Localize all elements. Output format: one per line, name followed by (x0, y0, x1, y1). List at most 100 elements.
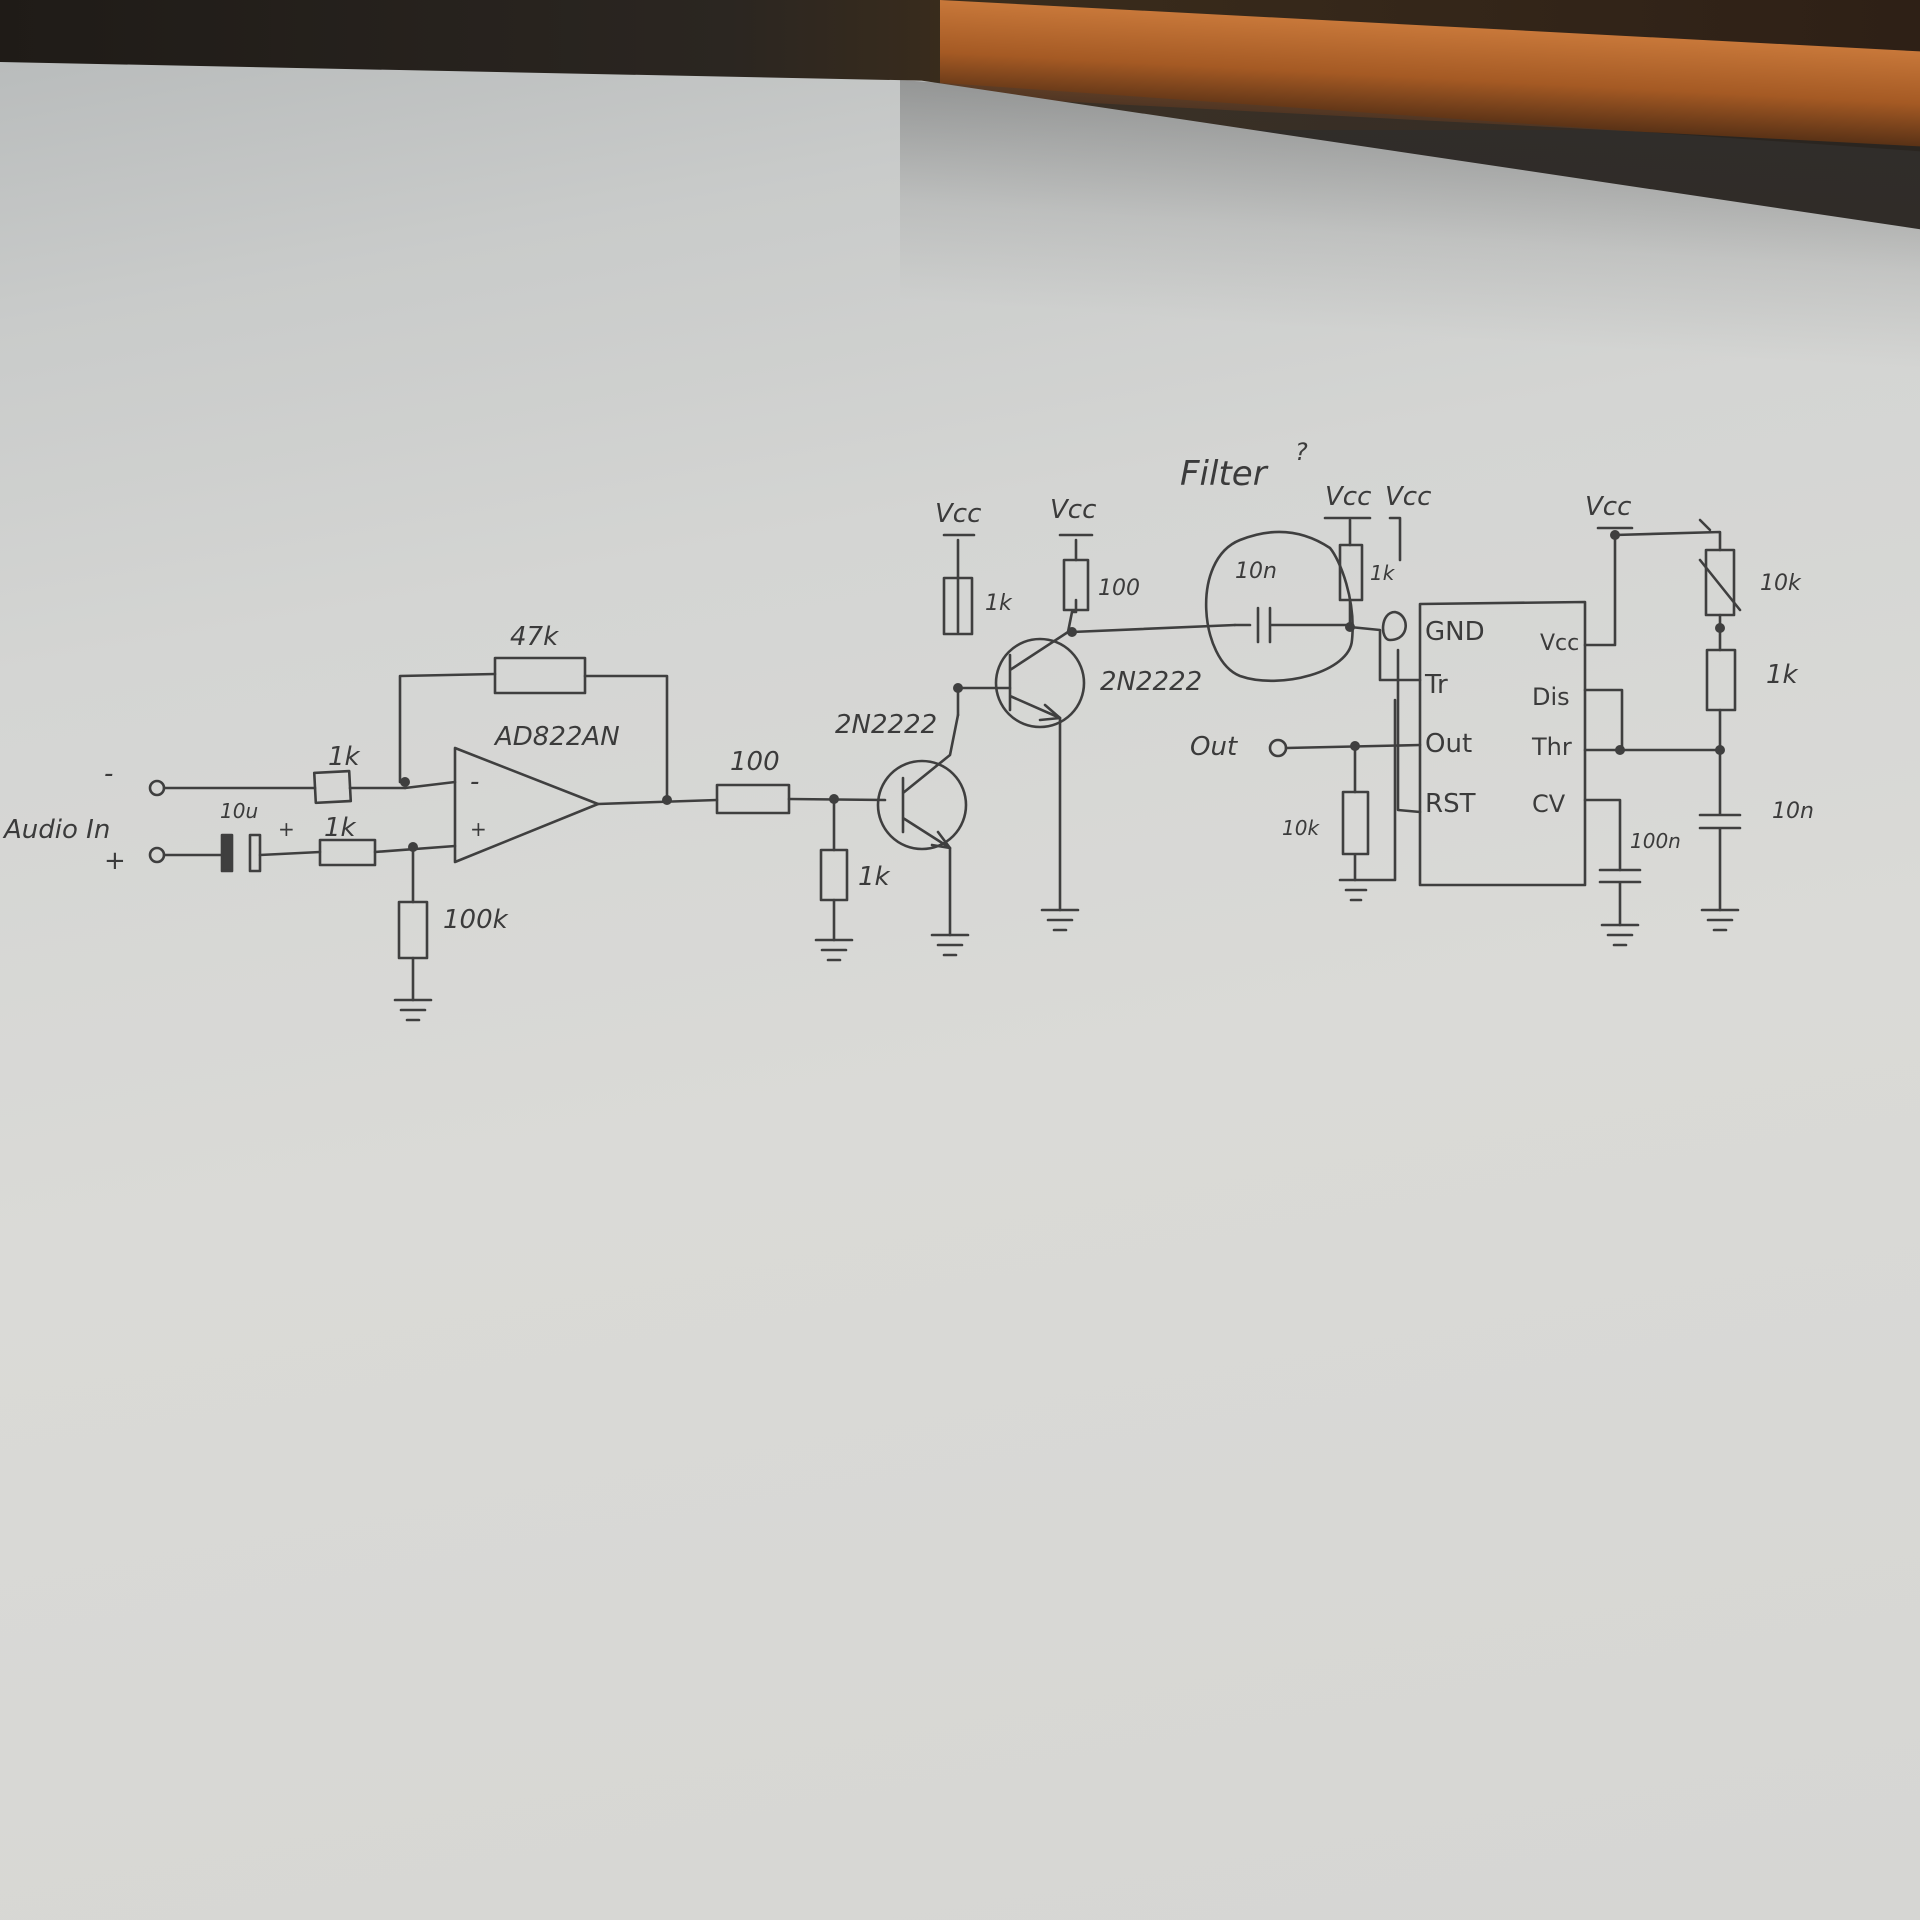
filter-section: Filter ? 10n 1k Vcc Vcc Out 10k (1180, 438, 1431, 902)
out-label: Out (1190, 732, 1238, 762)
vcc-q1-label: Vcc (935, 499, 981, 529)
pin-vcc-label: Vcc (1540, 631, 1579, 656)
vcc-timer-label: Vcc (1585, 492, 1631, 522)
r-timer-label: 1k (1766, 660, 1799, 690)
opamp-section: - + AD822AN 47k (398, 622, 719, 864)
pin-dis-label: Dis (1532, 683, 1570, 711)
trigger-wire (1348, 625, 1422, 682)
transistor-q2 (994, 637, 1086, 729)
transistor-q1 (876, 759, 968, 851)
q2-leads (1008, 630, 1070, 912)
filter-outline (1204, 530, 1354, 683)
opamp-plus-sign: + (470, 817, 487, 841)
out-terminal (1268, 738, 1288, 758)
ground-symbol-q1 (930, 933, 970, 957)
resistor-1k-pullup (1338, 543, 1364, 602)
q1-leads (901, 713, 960, 937)
cap-timer-label: 10n (1772, 799, 1814, 824)
pin-out-label: Out (1425, 729, 1472, 759)
junction-pot (1715, 623, 1725, 633)
cv-capacitor (1598, 868, 1642, 927)
r-in-plus-label: 1k (324, 813, 357, 843)
pin-rst-label: RST (1425, 789, 1476, 819)
cap-10u-plate-a (220, 833, 234, 873)
r-bias-label: 100k (443, 905, 509, 935)
opamp-out-wire (596, 798, 719, 806)
ground-symbol-cv (1600, 923, 1640, 947)
pot-timer-label: 10k (1760, 571, 1802, 596)
pin-tr-label: Tr (1424, 670, 1448, 700)
audio-input-section: Audio In - + 1k 10u + 1k 100k (2, 742, 509, 1022)
timer-network: Vcc 10k 1k 10n 100n (1585, 492, 1814, 947)
resistor-100-base (715, 783, 791, 815)
ground-symbol-q2 (1040, 908, 1080, 932)
ground-symbol-out (1338, 698, 1397, 902)
q1-emitter-arrow (930, 830, 952, 850)
opamp-minus-sign: - (470, 767, 479, 797)
audio-in-label: Audio In (2, 815, 110, 845)
pin-thr-label: Thr (1531, 733, 1572, 761)
cap-10u-plate-b (248, 833, 262, 873)
junction-timer-cap (1715, 745, 1725, 755)
cap-cv-label: 100n (1630, 829, 1681, 853)
filter-label: Filter (1180, 454, 1269, 494)
pin-gnd-label: GND (1425, 617, 1485, 647)
r-base-pulldown-label: 1k (858, 862, 891, 892)
opamp-label: AD822AN (493, 722, 620, 752)
potentiometer-10k (1704, 548, 1736, 617)
resistor-10k-out (1341, 790, 1370, 856)
r-q1-collector-label: 1k (985, 591, 1013, 616)
timer-ic: GND Tr Out RST Vcc Dis Thr CV (1418, 533, 1722, 887)
ground-symbol-pulldown (814, 938, 854, 962)
input-minus-label: - (104, 759, 113, 789)
minus-to-opamp-wire (403, 780, 457, 790)
resistor-1k-plus (318, 838, 377, 867)
junction-opamp-out (662, 795, 672, 805)
filter-question-mark: ? (1295, 438, 1308, 466)
r-in-minus-label: 1k (328, 742, 361, 772)
reset-loop-wire (1381, 610, 1422, 814)
ic-right-pin-wires (1583, 533, 1722, 872)
junction-minus (400, 777, 410, 787)
q1-label: 2N2222 (835, 710, 937, 740)
paper-sheet (0, 62, 1920, 1920)
vcc-timer-wire (1613, 530, 1722, 552)
vcc2-wire (1388, 516, 1402, 562)
capacitor-10n-coupling (1233, 606, 1352, 644)
q2-collector-wire (1058, 533, 1094, 634)
resistor-1k-timer (1705, 648, 1737, 712)
q1-stage: 100 1k 2N2222 1k Vcc (715, 499, 1013, 962)
input-minus-terminal (148, 779, 166, 797)
r-out-label: 10k (1282, 816, 1320, 840)
pullup-wire (1323, 516, 1372, 629)
pot-arrow (1698, 518, 1742, 612)
q2-to-filter-wire (1070, 623, 1237, 634)
r-base-label: 100 (730, 747, 780, 777)
r-feedback-label: 47k (510, 622, 559, 652)
resistor-100-q2-collector (1062, 558, 1090, 612)
q2-label: 2N2222 (1100, 667, 1202, 697)
r-q2-collector-label: 100 (1098, 576, 1140, 601)
cap-plus-label: + (278, 817, 295, 841)
pin-cv-label: CV (1532, 790, 1566, 818)
vcc-q2-label: Vcc (1050, 495, 1096, 525)
resistor-1k-q1-collector (942, 576, 974, 636)
opamp-triangle (453, 746, 600, 864)
ground-symbol-bias (393, 998, 433, 1022)
r-trigger-pullup-label: 1k (1370, 561, 1396, 585)
q2-stage: 2N2222 100 Vcc (956, 495, 1237, 932)
vcc-filter-1-label: Vcc (1325, 482, 1371, 512)
cap-coupling-label: 10n (1235, 559, 1277, 584)
resistor-100k (397, 900, 429, 960)
cap-in-label: 10u (220, 799, 258, 823)
vcc-filter-2-label: Vcc (1385, 482, 1431, 512)
resistor-1k-minus (312, 769, 353, 805)
feedback-wire (398, 672, 669, 802)
input-plus-terminal (148, 846, 166, 864)
input-plus-label: + (104, 846, 126, 876)
junction-thr-dis (1615, 745, 1625, 755)
ground-symbol-timer (1700, 908, 1740, 932)
q2-emitter-arrow (1038, 703, 1062, 722)
ic-body (1418, 600, 1587, 887)
